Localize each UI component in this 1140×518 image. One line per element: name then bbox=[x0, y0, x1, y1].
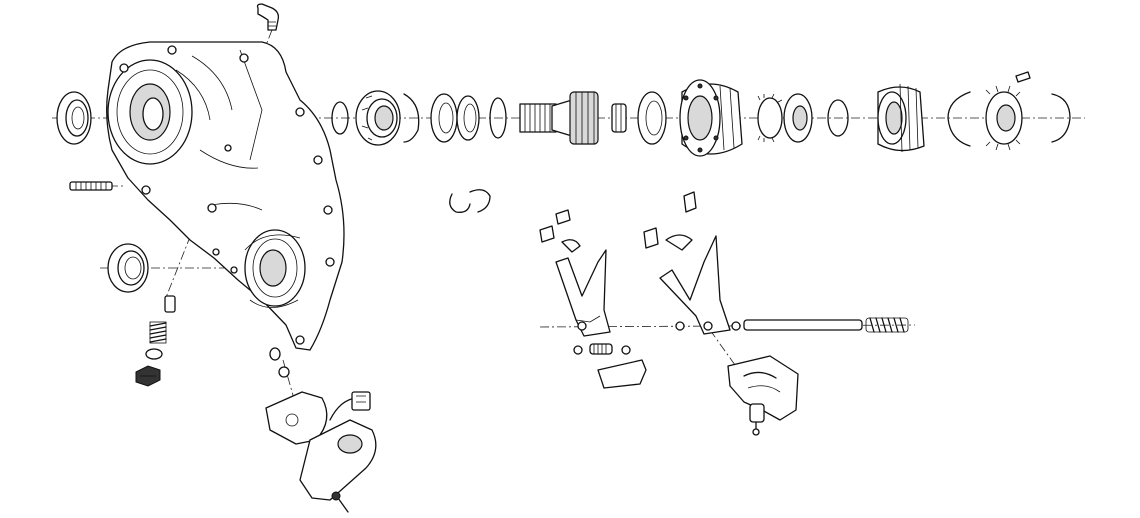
shift-clips bbox=[449, 189, 491, 213]
snap-ring-3 bbox=[827, 99, 849, 137]
selector-spring bbox=[865, 317, 909, 333]
output-gear bbox=[985, 85, 1023, 151]
differential-housing bbox=[679, 79, 743, 157]
selector-rod bbox=[743, 319, 863, 331]
snap-ring-2 bbox=[403, 93, 420, 143]
stud-bolt bbox=[69, 181, 113, 191]
interlock-spring bbox=[589, 343, 613, 355]
fork-pad-2a bbox=[683, 191, 697, 213]
synchro-sleeve bbox=[877, 83, 925, 153]
snap-ring-5 bbox=[1051, 93, 1071, 143]
housing-bolt-pattern bbox=[683, 83, 719, 153]
output-shaft bbox=[489, 91, 599, 145]
fork-pad-1b bbox=[539, 225, 555, 243]
interlock-parts bbox=[573, 343, 647, 389]
detent-plunger bbox=[164, 295, 176, 313]
pilot-bearing bbox=[611, 103, 627, 133]
rod-bushing-1 bbox=[675, 321, 685, 331]
thrust-washer-3 bbox=[637, 91, 667, 145]
detent-slot bbox=[743, 371, 777, 379]
shift-fork-1 bbox=[539, 209, 611, 337]
interlock-ball bbox=[573, 345, 583, 355]
interlock-bracket bbox=[597, 359, 647, 389]
ball-bearing bbox=[355, 90, 401, 146]
detent-spring bbox=[149, 321, 167, 344]
sensor-connector bbox=[351, 391, 371, 411]
interlock-pin bbox=[621, 345, 631, 355]
clip-1 bbox=[449, 193, 471, 213]
sensor-gasket bbox=[265, 391, 328, 445]
rod-bushing-2 bbox=[731, 321, 741, 331]
sealing-washer bbox=[145, 348, 163, 360]
fork-pad-1a bbox=[555, 209, 571, 225]
detent-plug-stack bbox=[135, 295, 176, 387]
transfer-case-housing bbox=[106, 41, 345, 351]
detent-shaft bbox=[749, 403, 765, 436]
front-oil-seal bbox=[56, 91, 92, 145]
sensor-assembly bbox=[265, 347, 377, 513]
fork-pad-2b bbox=[643, 227, 659, 249]
snap-ring-4 bbox=[947, 91, 971, 147]
detent-plate bbox=[727, 355, 799, 436]
sensor-screw bbox=[331, 491, 349, 513]
needle-bearing-ring bbox=[489, 97, 507, 139]
fork-shoe-1 bbox=[561, 239, 581, 253]
bearing-and-snap-rings bbox=[331, 90, 420, 146]
clutch-gear bbox=[757, 93, 813, 143]
rear-oil-seal bbox=[107, 243, 149, 293]
housing-bolt-holes bbox=[119, 45, 335, 345]
shaft-spline bbox=[569, 91, 599, 145]
snap-ring-1 bbox=[331, 101, 349, 135]
breather-axis bbox=[164, 29, 273, 301]
fork-shoe-2 bbox=[665, 234, 693, 251]
clip-2 bbox=[469, 189, 491, 213]
breather-fitting bbox=[256, 3, 280, 31]
retaining-key bbox=[1015, 71, 1031, 83]
shift-fork-2 bbox=[643, 191, 741, 335]
thrust-washers bbox=[430, 93, 480, 143]
